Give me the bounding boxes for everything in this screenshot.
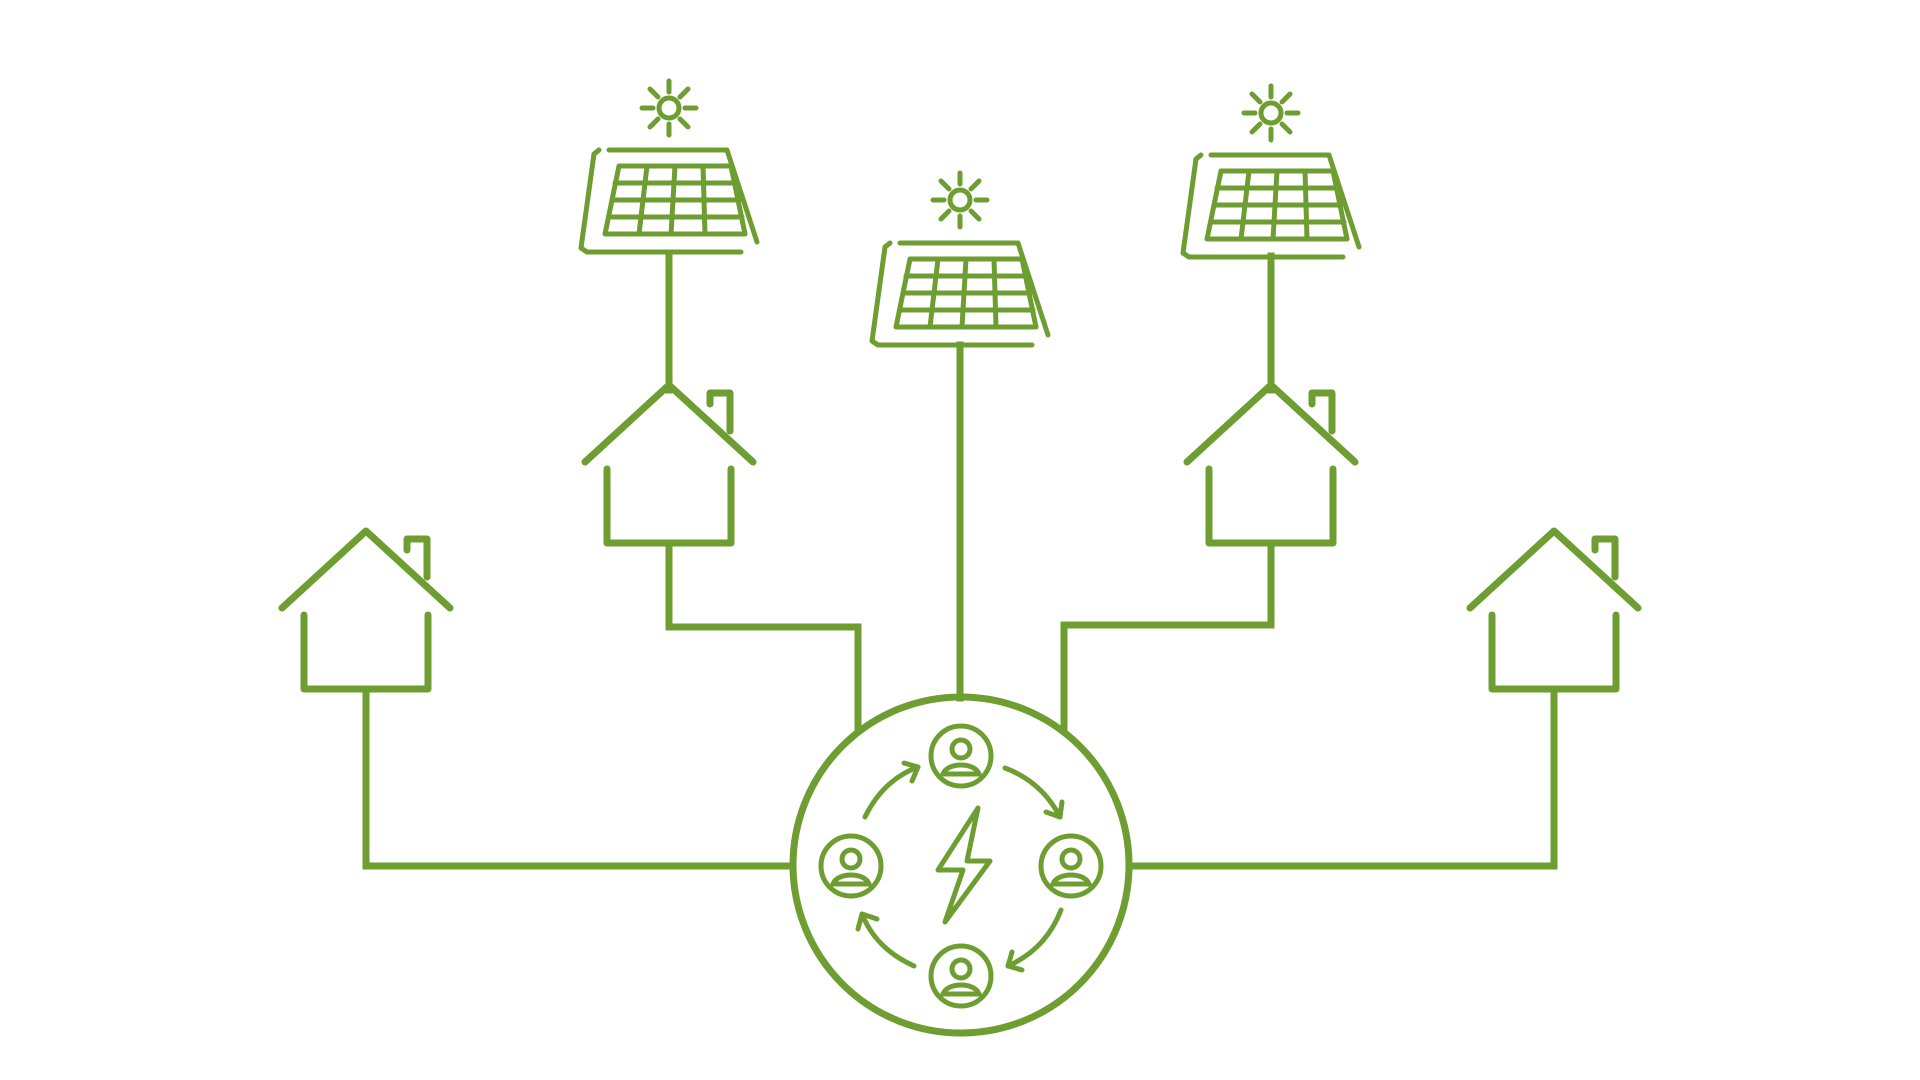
house-icon	[282, 531, 450, 689]
house-icon	[1470, 531, 1638, 689]
solar-panel-icon	[872, 243, 1048, 345]
sun-icon	[933, 173, 987, 227]
wire-house-left	[665, 540, 862, 734]
sun-icon	[642, 81, 696, 135]
graphic-root	[282, 81, 1638, 1037]
person-icon	[821, 836, 881, 896]
person-icon	[931, 726, 991, 786]
lightning-bolt-icon	[935, 805, 993, 925]
person-icon	[1041, 836, 1101, 896]
sun-icon	[1244, 86, 1298, 140]
solar-panel-icon	[1183, 155, 1359, 257]
wire-house-far-right	[1131, 686, 1558, 870]
person-icon	[931, 946, 991, 1006]
solar-panel-icon	[581, 150, 757, 252]
house-icon	[585, 385, 753, 543]
hub-circle	[789, 693, 1133, 1037]
energy-community-hub	[789, 693, 1133, 1037]
connection-lines	[362, 252, 1558, 870]
house-icon	[1187, 385, 1355, 543]
circular-arrows-icon	[855, 760, 1065, 973]
wire-house-right	[1060, 540, 1275, 734]
wire-house-far-left	[362, 686, 794, 870]
